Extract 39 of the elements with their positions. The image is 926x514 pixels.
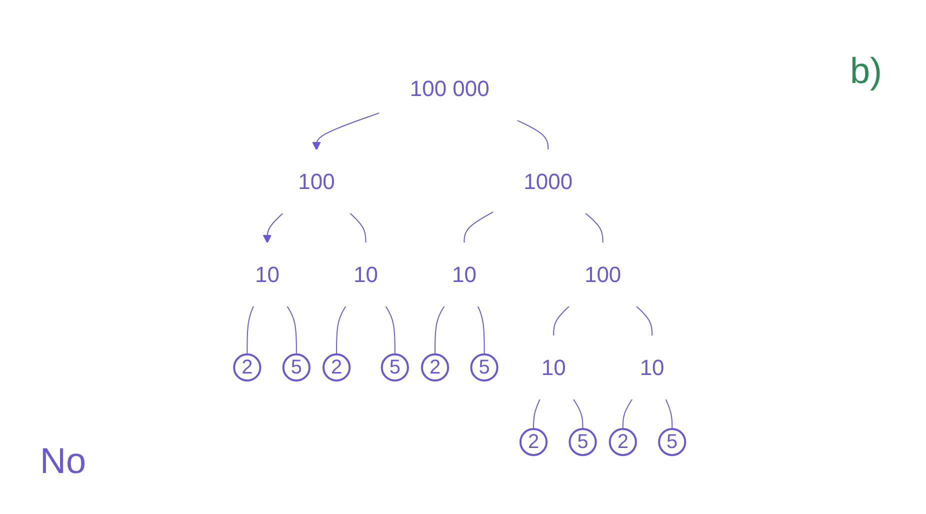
arrow	[312, 112, 381, 150]
connector	[666, 398, 673, 430]
node-text: 100 000	[410, 76, 490, 101]
node-circle: 2	[233, 353, 262, 382]
node-circle: 5	[282, 353, 311, 382]
connector	[464, 211, 494, 244]
connector	[350, 212, 367, 244]
node-text: 10	[354, 262, 378, 287]
connector	[636, 305, 653, 336]
node-circle: 2	[520, 428, 548, 456]
connector	[622, 398, 634, 430]
node-text: 10	[542, 354, 566, 380]
node-text: 10	[452, 262, 477, 287]
node-text: 1000	[524, 168, 573, 194]
node-text: 10	[255, 262, 280, 287]
node-text: 100	[298, 168, 336, 194]
connector	[533, 398, 541, 430]
node-circle: 5	[470, 353, 499, 382]
node-text: 10	[640, 354, 665, 380]
answer-text: No	[40, 440, 86, 482]
connector	[385, 305, 396, 355]
connector	[336, 305, 347, 355]
connector	[573, 398, 584, 430]
connector	[286, 305, 298, 355]
arrow	[263, 212, 284, 244]
connector	[247, 305, 254, 355]
node-circle: 2	[609, 428, 638, 456]
connector	[553, 305, 570, 336]
node-circle: 5	[658, 428, 687, 456]
connector	[478, 305, 486, 355]
letter-label: b)	[850, 50, 882, 92]
connector	[585, 212, 604, 244]
connector	[516, 119, 549, 150]
connector	[434, 305, 446, 355]
node-circle: 2	[322, 353, 351, 382]
node-text: 100	[584, 262, 622, 287]
node-circle: 5	[569, 428, 598, 456]
node-circle: 5	[381, 353, 410, 382]
node-circle: 2	[421, 353, 450, 382]
